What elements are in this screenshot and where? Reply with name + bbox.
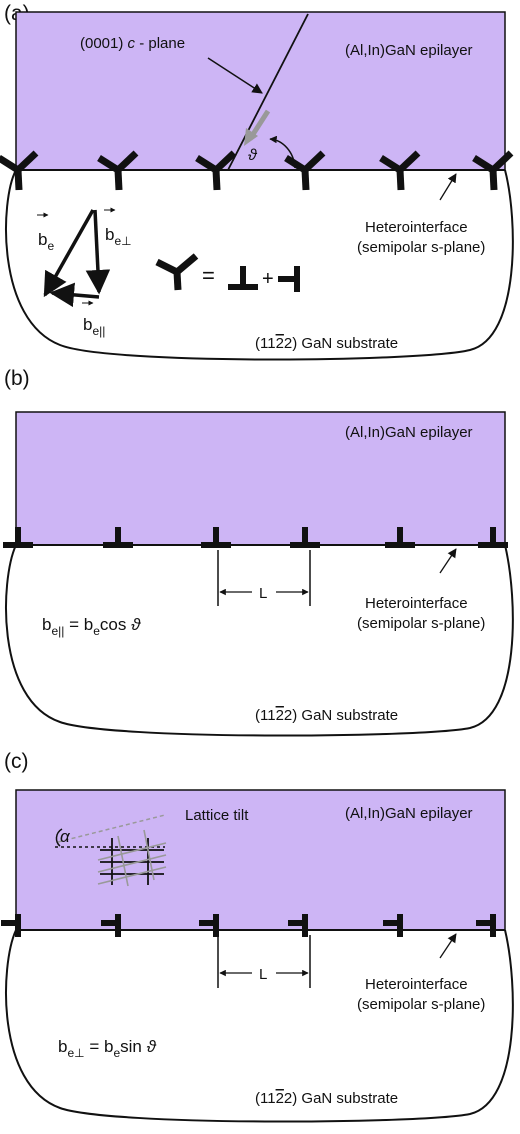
be-perp-label: be⊥ — [105, 225, 132, 248]
panel-b: (b) (Al,In)GaN epilayer L Heterointerfac… — [3, 367, 514, 737]
interface-arrow — [439, 548, 457, 574]
be-perp-vector — [85, 209, 111, 295]
epilayer-label: (Al,In)GaN epilayer — [345, 42, 473, 59]
side-edge-dislocation — [476, 914, 496, 937]
epilayer — [15, 789, 506, 931]
spacing-label: L — [259, 966, 267, 983]
be-label: be — [38, 230, 54, 253]
equals-sign: = — [202, 263, 215, 288]
interface-sublabel: (semipolar s-plane) — [357, 239, 485, 256]
y-dislocation-symbol — [155, 253, 199, 291]
edge-dislocation — [385, 527, 415, 548]
substrate-outline — [5, 544, 514, 737]
epilayer-label: (Al,In)GaN epilayer — [345, 424, 473, 441]
interface-label: Heterointerface — [365, 595, 468, 612]
substrate-label: (1122) GaN substrate — [255, 707, 398, 724]
interface-label: Heterointerface — [365, 976, 468, 993]
y-dislocation — [284, 150, 326, 191]
y-dislocation — [0, 150, 39, 191]
side-edge-dislocation-row — [1, 914, 496, 937]
be-vector — [43, 209, 95, 298]
c-plane-line — [227, 13, 309, 171]
c-plane-leader-arrow — [207, 57, 263, 94]
panel-c-label: (c) — [4, 750, 29, 773]
y-dislocation — [472, 150, 514, 191]
substrate-outline — [5, 169, 514, 361]
plus-sign: + — [262, 268, 274, 290]
panel-b-label: (b) — [4, 367, 30, 390]
y-dislocation — [379, 150, 421, 191]
spacing-label: L — [259, 585, 267, 602]
interface-arrow — [439, 173, 457, 201]
alpha-label: α — [60, 827, 71, 846]
interface-arrow — [439, 933, 457, 959]
side-edge-dislocation — [101, 914, 121, 937]
substrate-label: (1122) GaN substrate — [255, 335, 398, 352]
edge-dislocation — [103, 527, 133, 548]
y-dislocation — [195, 150, 237, 191]
edge-dislocation — [290, 527, 320, 548]
c-plane-label: (0001) c - plane — [80, 35, 185, 52]
formula: be⊥ = besin ϑ — [58, 1037, 157, 1060]
side-edge-dislocation-symbol — [278, 266, 300, 292]
panel-a: (a) (Al,In)GaN epilayer (0001) c - plane… — [0, 2, 514, 361]
side-edge-dislocation — [288, 914, 308, 937]
be-par-vector — [49, 282, 100, 308]
burgers-gray-arrowhead — [244, 128, 258, 146]
edge-dislocation — [478, 527, 508, 548]
edge-dislocation — [3, 527, 33, 548]
substrate-outline — [5, 929, 514, 1123]
side-edge-dislocation — [199, 914, 219, 937]
edge-dislocation-symbol — [228, 266, 258, 290]
lattice-tilt-label: Lattice tilt — [185, 807, 249, 824]
epilayer — [15, 411, 506, 546]
side-edge-dislocation — [1, 914, 21, 937]
y-dislocation — [97, 150, 139, 191]
y-dislocation-row — [0, 150, 514, 191]
alpha-arc — [55, 828, 63, 847]
formula: be|| = becos ϑ — [42, 615, 141, 638]
lattice-tilt-schematic: α — [55, 814, 167, 887]
epilayer-label: (Al,In)GaN epilayer — [345, 805, 473, 822]
substrate-label: (1122) GaN substrate — [255, 1090, 398, 1107]
interface-label: Heterointerface — [365, 219, 468, 236]
interface-sublabel: (semipolar s-plane) — [357, 996, 485, 1013]
edge-dislocation-row — [3, 527, 508, 548]
interface-sublabel: (semipolar s-plane) — [357, 615, 485, 632]
side-edge-dislocation — [383, 914, 403, 937]
be-par-label: be|| — [83, 315, 105, 338]
panel-c: (c) (Al,In)GaN epilayer Lattice tilt α — [1, 750, 514, 1123]
theta-label: ϑ — [248, 147, 258, 164]
edge-dislocation — [201, 527, 231, 548]
